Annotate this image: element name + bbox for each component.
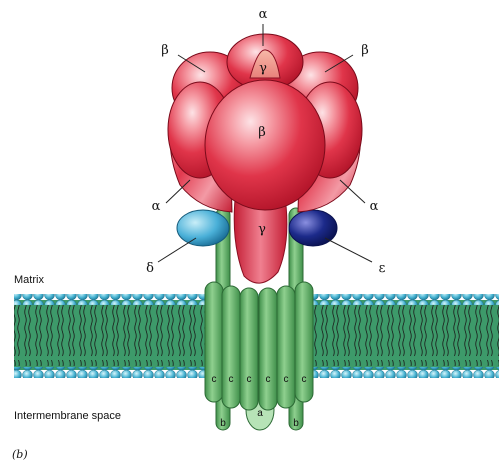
label-alpha-left: α [152, 199, 161, 214]
label-beta-top-right: β [361, 43, 369, 58]
label-alpha-top: α [259, 7, 268, 22]
label-gamma-stalk: γ [258, 222, 266, 237]
c-subunit-4 [259, 288, 277, 410]
label-epsilon: ε [379, 261, 386, 276]
leader-epsilon [325, 238, 372, 262]
intermembrane-space-label: Intermembrane space [14, 410, 121, 422]
label-b-left: b [220, 418, 226, 429]
label-c-2: c [229, 374, 234, 385]
label-c-3: c [247, 374, 252, 385]
c-subunit-3 [240, 288, 258, 410]
label-c-5: c [284, 374, 289, 385]
c-ring [205, 282, 313, 410]
label-b-right: b [293, 418, 299, 429]
label-c-6: c [302, 374, 307, 385]
c-subunit-5 [277, 286, 295, 408]
label-a: a [257, 408, 263, 419]
c-subunit-2 [222, 286, 240, 408]
beta-subunit-front [205, 80, 325, 210]
label-alpha-right: α [370, 199, 379, 214]
delta-subunit [177, 210, 229, 246]
label-c-1: c [212, 374, 217, 385]
leader-delta [158, 238, 196, 262]
matrix-label: Matrix [14, 274, 44, 286]
label-beta-top-left: β [161, 43, 169, 58]
label-c-4: c [266, 374, 271, 385]
label-delta: δ [146, 261, 154, 276]
label-beta-front: β [258, 125, 266, 140]
label-gamma-top: γ [259, 61, 267, 76]
panel-label: (b) [12, 448, 28, 461]
